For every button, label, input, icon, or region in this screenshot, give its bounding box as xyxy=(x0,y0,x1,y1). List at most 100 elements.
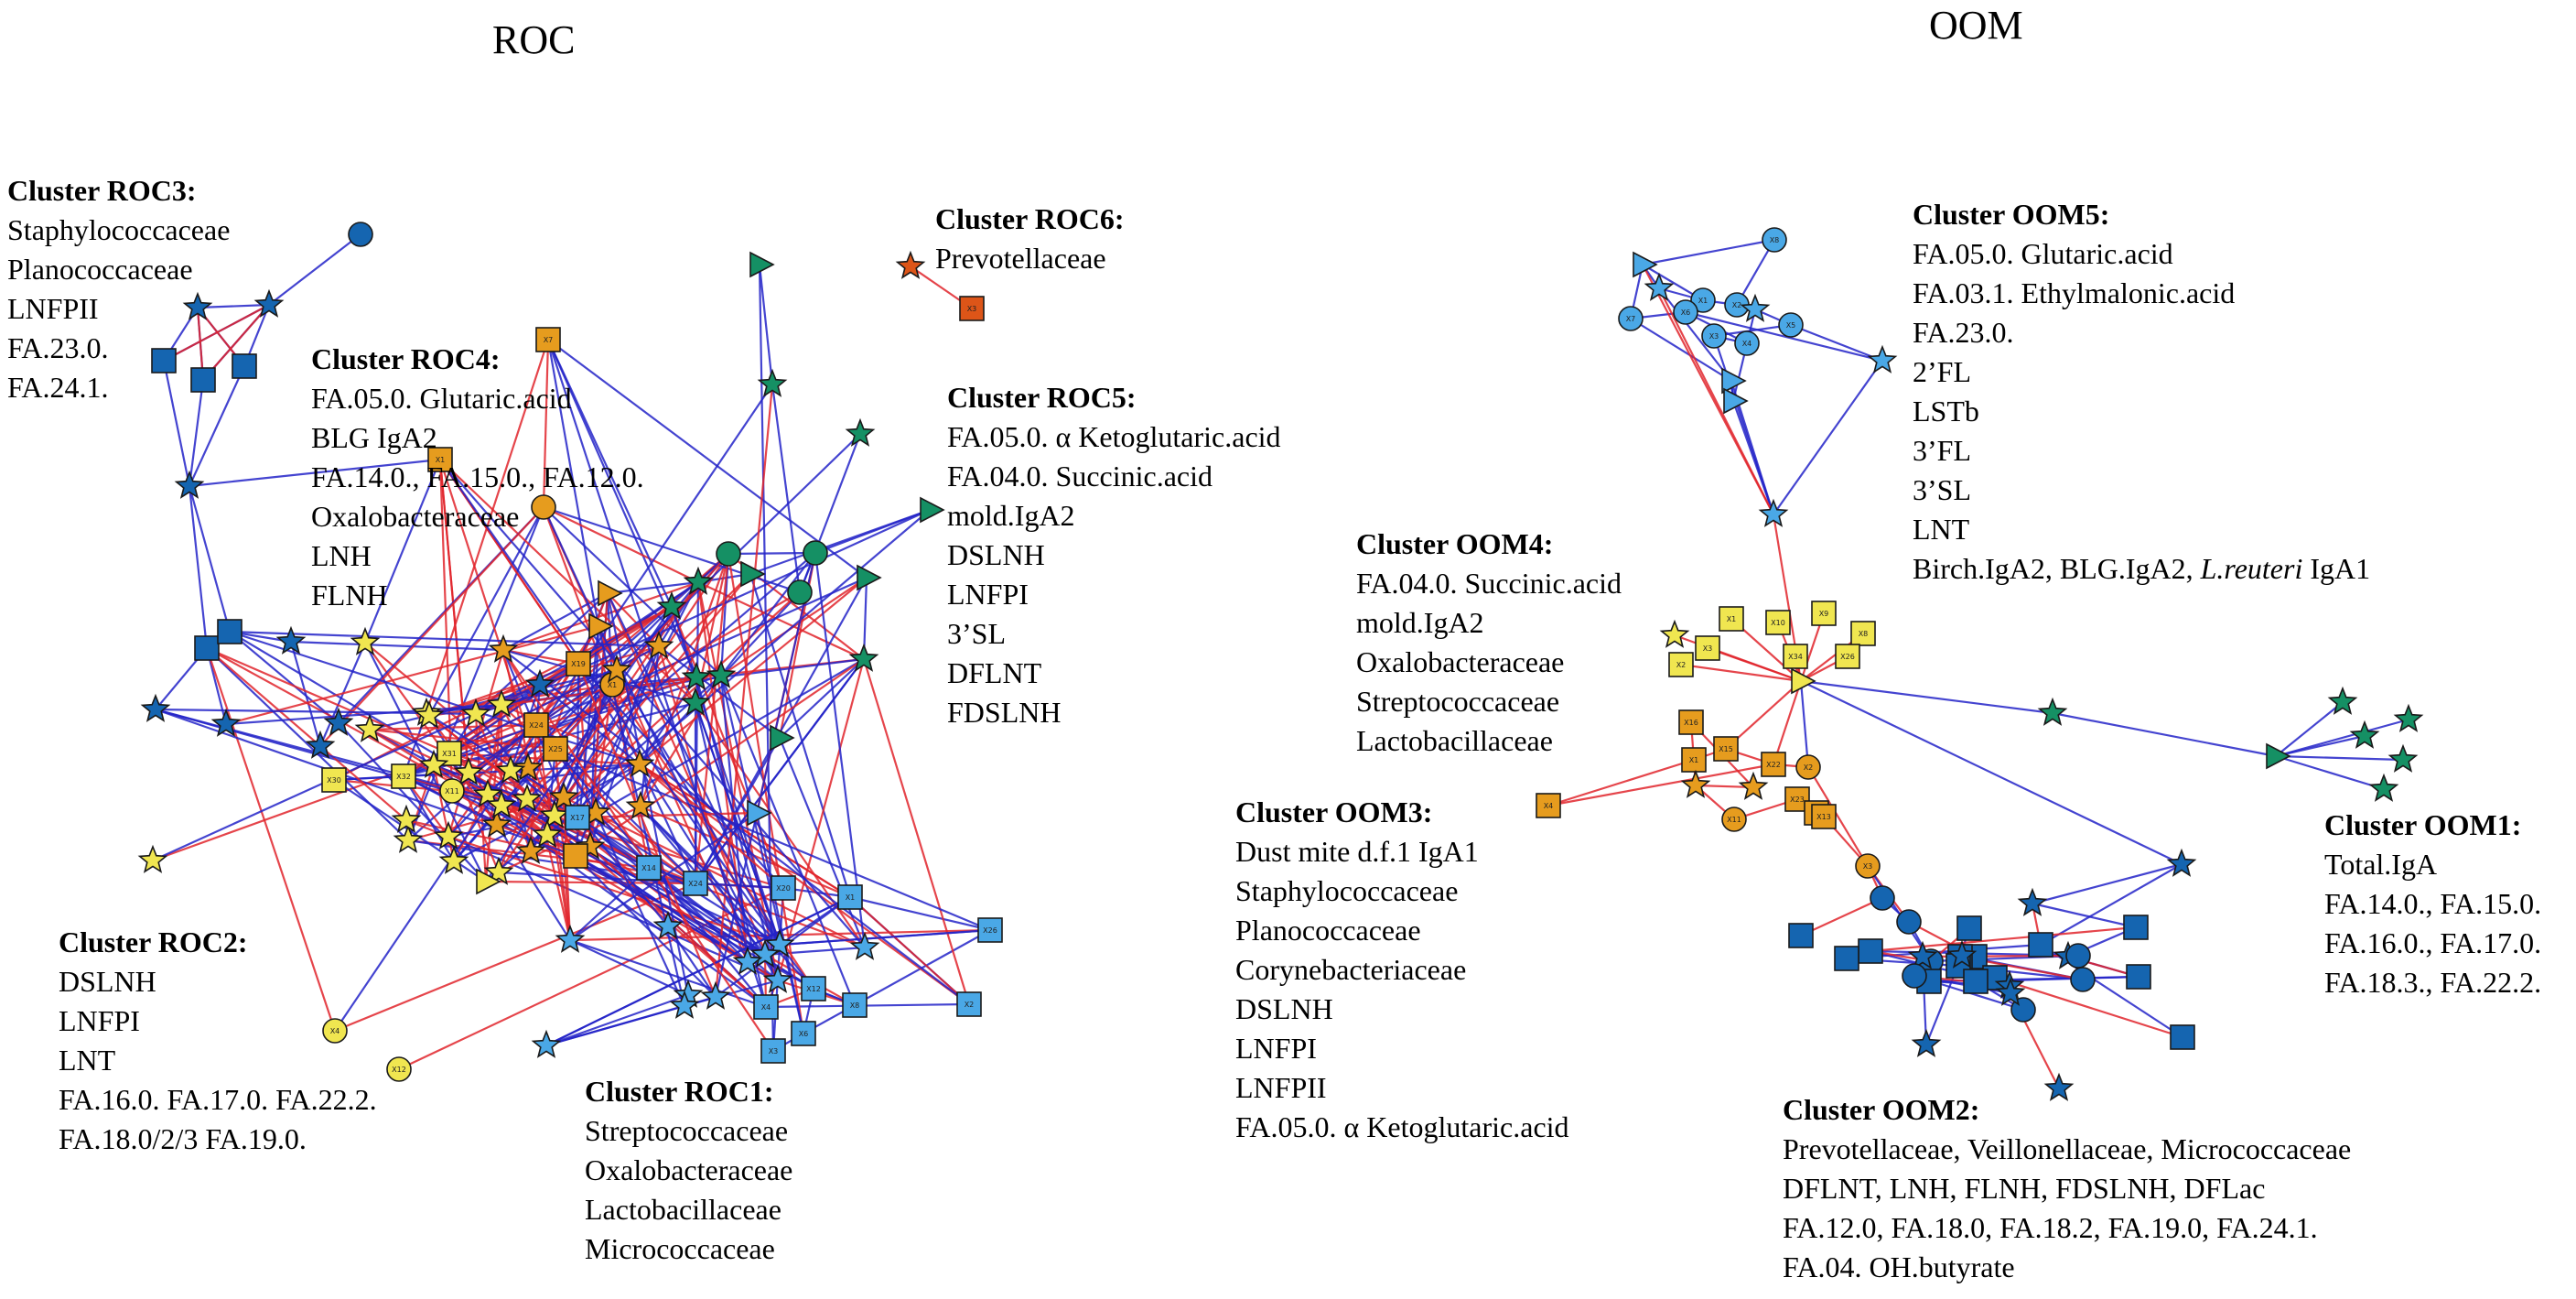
star-node xyxy=(174,470,205,499)
roc2-item: FA.16.0. FA.17.0. FA.22.2. xyxy=(59,1083,377,1116)
cluster-roc5-legend: Cluster ROC5:FA.05.0. α Ketoglutaric.aci… xyxy=(947,378,1281,732)
oom4-item: Lactobacillaceae xyxy=(1356,724,1553,757)
negative-correlation-edge xyxy=(694,581,700,884)
star-node xyxy=(706,659,737,688)
oom5-item: FA.23.0. xyxy=(1913,316,2014,349)
triangle-node xyxy=(857,564,882,591)
node-label: X15 xyxy=(1719,745,1733,753)
positive-correlation-edge xyxy=(776,658,866,981)
positive-correlation-edge xyxy=(206,647,407,821)
oom5-item: LSTb xyxy=(1913,395,1979,428)
negative-correlation-edge xyxy=(670,606,781,946)
positive-correlation-edge xyxy=(1695,784,1754,789)
negative-correlation-edge xyxy=(555,747,991,932)
star-node xyxy=(624,748,655,777)
cluster-oom2-legend: Cluster OOM2: Prevotellaceae, Veillonella… xyxy=(1783,1090,2351,1287)
square-node xyxy=(1695,635,1720,661)
positive-correlation-edge xyxy=(163,304,270,362)
square-node xyxy=(1835,644,1860,669)
roc5-item: 3’SL xyxy=(947,617,1006,650)
negative-correlation-edge xyxy=(1658,287,1732,382)
negative-correlation-edge xyxy=(229,630,641,766)
positive-correlation-edge xyxy=(577,811,758,819)
node-label: X12 xyxy=(806,985,821,993)
star-node xyxy=(669,990,700,1019)
star-node xyxy=(1907,940,1938,969)
star-node xyxy=(1644,272,1675,301)
star-node xyxy=(764,928,795,958)
negative-correlation-edge xyxy=(814,508,931,555)
positive-correlation-edge xyxy=(640,805,851,899)
square-node xyxy=(1668,652,1694,677)
square-node xyxy=(959,296,985,321)
star-node xyxy=(1911,1028,1942,1057)
negative-correlation-edge xyxy=(1790,323,1883,363)
star-node xyxy=(2166,848,2197,877)
roc4-item: FLNH xyxy=(311,579,388,612)
circle-node xyxy=(1690,287,1716,313)
oom5-item: 3’FL xyxy=(1913,434,1971,467)
negative-correlation-edge xyxy=(640,806,814,990)
negative-correlation-edge xyxy=(539,684,641,765)
triangle-node xyxy=(476,868,501,895)
oom2-title: Cluster OOM2: xyxy=(1783,1093,1980,1126)
node-label: X31 xyxy=(442,750,457,758)
oom2-item: Prevotellaceae, Veillonellaceae, Microco… xyxy=(1783,1132,2352,1165)
oom1-item: FA.14.0., FA.15.0. xyxy=(2324,887,2542,920)
star-node xyxy=(700,980,731,1010)
square-node xyxy=(1834,946,1859,971)
negative-correlation-edge xyxy=(1685,310,1883,363)
positive-correlation-edge xyxy=(206,646,450,755)
positive-correlation-edge xyxy=(438,459,556,817)
circle-node xyxy=(439,778,465,804)
star-node xyxy=(757,368,788,397)
circle-node xyxy=(1701,323,1727,349)
negative-correlation-edge xyxy=(439,459,781,946)
negative-correlation-edge xyxy=(439,459,866,948)
node-label: X7 xyxy=(544,336,554,344)
node-label: X8 xyxy=(1770,236,1780,244)
negative-correlation-edge xyxy=(543,506,599,627)
positive-correlation-edge xyxy=(1870,926,2137,953)
star-node xyxy=(749,938,781,968)
roc2-item: FA.18.0/2/3 FA.19.0. xyxy=(59,1122,307,1155)
star-node xyxy=(1867,344,1898,373)
positive-correlation-edge xyxy=(639,763,851,898)
negative-correlation-edge xyxy=(229,631,591,848)
square-node xyxy=(523,712,549,738)
oom5-item: FA.05.0. Glutaric.acid xyxy=(1913,237,2173,270)
negative-correlation-edge xyxy=(758,264,774,385)
oom1-item: Total.IgA xyxy=(2324,848,2438,881)
negative-correlation-edge xyxy=(576,663,580,818)
negative-correlation-edge xyxy=(728,551,816,556)
roc3-item: FA.24.1. xyxy=(7,371,109,404)
positive-correlation-edge xyxy=(1680,663,1802,683)
star-node xyxy=(391,804,422,833)
roc2-title: Cluster ROC2: xyxy=(59,926,248,958)
star-node xyxy=(182,291,213,320)
node-label: X2 xyxy=(965,1001,975,1009)
positive-correlation-edge xyxy=(849,896,970,1005)
node-label: X19 xyxy=(571,660,586,668)
negative-correlation-edge xyxy=(188,485,209,649)
positive-correlation-edge xyxy=(1547,763,1774,807)
negative-correlation-edge xyxy=(229,630,660,648)
node-label: X3 xyxy=(1863,862,1873,871)
roc-panel-title: ROC xyxy=(492,17,576,62)
roc5-item: DFLNT xyxy=(947,656,1042,689)
negative-correlation-edge xyxy=(595,812,685,1007)
square-node xyxy=(190,367,216,393)
negative-correlation-edge xyxy=(1773,360,1883,515)
star-node xyxy=(137,844,168,873)
square-node xyxy=(565,805,590,830)
star-node xyxy=(512,783,543,812)
square-node xyxy=(791,1021,816,1046)
roc1-item: Lactobacillaceae xyxy=(585,1193,781,1226)
square-node xyxy=(842,992,868,1018)
node-label: X9 xyxy=(1819,610,1829,618)
positive-correlation-edge xyxy=(639,763,784,889)
triangle-node xyxy=(1723,387,1749,415)
roc1-title: Cluster ROC1: xyxy=(585,1075,774,1108)
